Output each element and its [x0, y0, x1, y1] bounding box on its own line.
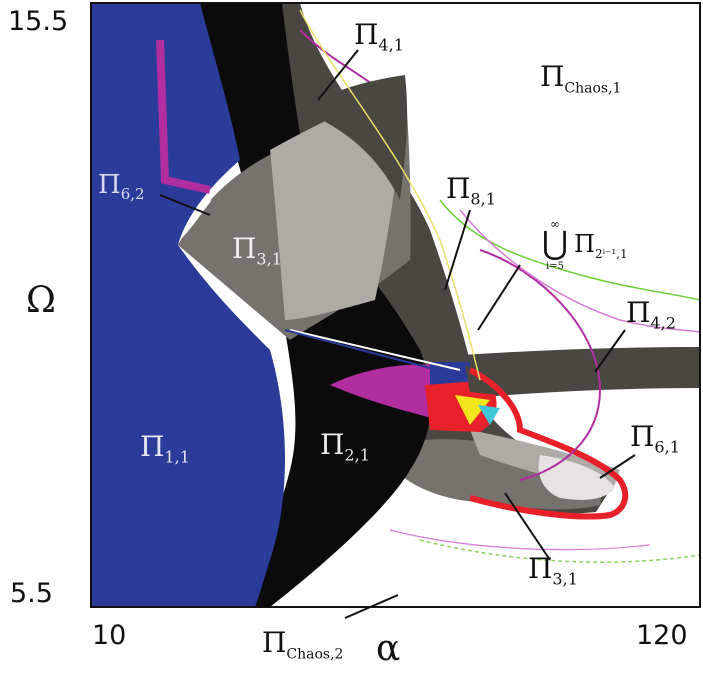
- label-p31-bottom-sym: Π: [528, 552, 553, 585]
- label-chaos1-sym: Π: [540, 60, 565, 93]
- label-p41-sub: 4,1: [378, 35, 404, 55]
- region-p41: [300, 75, 408, 200]
- wedge-magenta: [330, 364, 440, 420]
- label-p31-bottom-sub: 3,1: [552, 569, 578, 589]
- label-p42: Π4,2: [626, 296, 676, 333]
- label-p11-sym: Π: [140, 430, 165, 463]
- label-union-lower: i=5: [546, 261, 564, 272]
- label-union-term: Π2ⁱ⁻¹,1: [574, 230, 628, 261]
- label-p21: Π2,1: [320, 428, 370, 465]
- label-p42-sym: Π: [626, 296, 651, 329]
- region-p11: [91, 3, 285, 607]
- region-white-slit: [180, 200, 212, 240]
- label-p31-top-sub: 3,1: [256, 249, 282, 269]
- curve-pink-low: [389, 529, 651, 551]
- label-chaos1: ΠChaos,1: [540, 60, 621, 97]
- label-p31-top-sym: Π: [232, 232, 257, 265]
- y-axis-label: Ω: [26, 280, 56, 321]
- label-p11-sub: 1,1: [164, 447, 190, 467]
- curve-yellow-edge: [299, 9, 481, 381]
- label-p42-sub: 4,2: [650, 313, 676, 333]
- label-p62-sym: Π: [98, 170, 121, 200]
- label-p61-sub: 6,1: [654, 437, 680, 457]
- label-chaos2: ΠChaos,2: [262, 626, 343, 663]
- label-p31-top: Π3,1: [232, 232, 282, 269]
- label-chaos1-sub: Chaos,1: [564, 80, 622, 97]
- leader-p31-bot: [504, 492, 551, 561]
- label-union-sub: 2ⁱ⁻¹,1: [594, 246, 628, 261]
- wedge-blue: [430, 362, 470, 388]
- curve-green-thin: [439, 199, 700, 301]
- label-p81-sub: 8,1: [470, 189, 496, 209]
- plot-frame: [90, 2, 701, 608]
- curve-magenta-left: [156, 39, 211, 194]
- label-p81-sym: Π: [446, 172, 471, 205]
- label-union-sym: Π: [574, 230, 595, 258]
- ray-white-1: [289, 329, 461, 371]
- region-p61-inner: [538, 455, 615, 500]
- label-p31-bottom: Π3,1: [528, 552, 578, 589]
- y-max-label: 15.5: [8, 6, 69, 37]
- label-chaos2-sym: Π: [262, 626, 287, 659]
- label-chaos2-sub: Chaos,2: [286, 646, 344, 663]
- curve-magenta-thin: [479, 249, 602, 481]
- curve-red-loop: [468, 367, 629, 520]
- leader-p81: [444, 209, 471, 291]
- leader-union: [477, 264, 521, 331]
- label-p21-sym: Π: [320, 428, 345, 461]
- leader-p61: [599, 454, 636, 479]
- x-min-label: 10: [92, 620, 127, 651]
- label-p81: Π8,1: [446, 172, 496, 209]
- label-p62-sub: 6,2: [120, 185, 145, 204]
- label-p11: Π1,1: [140, 430, 190, 467]
- leader-chaos2: [344, 594, 399, 619]
- wedge-yellow: [455, 395, 490, 425]
- label-p61-sym: Π: [630, 420, 655, 453]
- region-p42: [460, 347, 700, 398]
- ray-blue-1: [284, 329, 446, 373]
- label-p41-sym: Π: [354, 18, 379, 51]
- x-max-label: 120: [636, 620, 688, 651]
- label-union-sup: ∞: [550, 217, 560, 231]
- label-p61: Π6,1: [630, 420, 680, 457]
- leader-p41: [317, 49, 359, 101]
- label-p62: Π6,2: [98, 170, 145, 203]
- leader-p42: [594, 329, 626, 373]
- y-min-label: 5.5: [10, 578, 53, 609]
- curve-green-low: [419, 539, 700, 563]
- x-axis-label: α: [376, 628, 401, 669]
- curve-pink-thin: [459, 209, 700, 333]
- leader-p62: [159, 194, 211, 216]
- label-p21-sub: 2,1: [344, 445, 370, 465]
- label-p41: Π4,1: [354, 18, 404, 55]
- wedge-cyan: [478, 405, 500, 425]
- label-union-operator: ⋃: [541, 224, 569, 262]
